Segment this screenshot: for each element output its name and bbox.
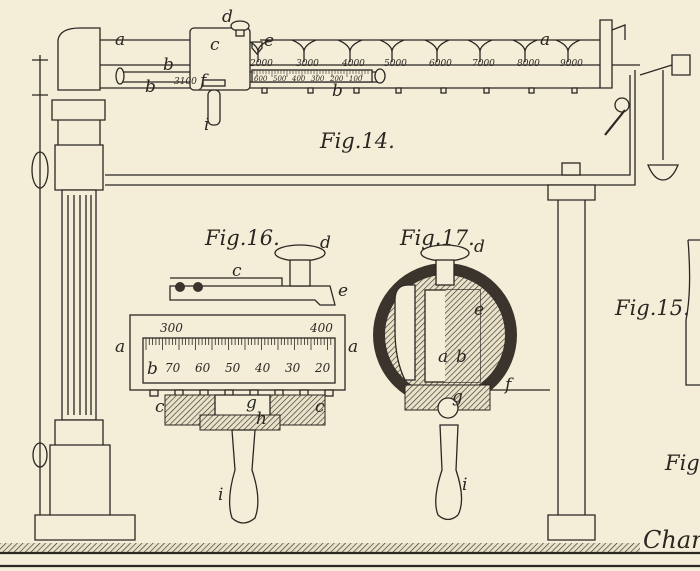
slider-scale-number: 400 (291, 75, 306, 83)
column-capital (51, 99, 106, 191)
beam-mark: 400 (309, 321, 333, 335)
label-a: a (115, 30, 125, 50)
label-i: i (462, 475, 467, 495)
label-b: b (163, 55, 174, 75)
label-a: a (348, 337, 358, 357)
plate-caption: Cham (643, 526, 700, 554)
beam-scale-number: 6000 (429, 59, 452, 69)
label-f: f (198, 71, 209, 91)
beam-scale-number: 9000 (560, 59, 583, 69)
vernier-number: 30 (285, 361, 301, 375)
vernier-number: 60 (195, 361, 211, 375)
handle-i (435, 424, 463, 521)
label-e: e (338, 281, 348, 301)
label-a: a (438, 347, 448, 367)
beam-scale-number: 8000 (517, 59, 540, 69)
label-b: b (145, 77, 156, 97)
label-g: g (246, 393, 257, 413)
fig16-title: Fig.16. (204, 226, 280, 250)
weight-pan (647, 164, 679, 181)
label-c: c (155, 397, 165, 417)
beam-notch (512, 39, 538, 62)
fig14-title: Fig.14. (319, 129, 395, 153)
handle-i (228, 429, 259, 524)
vernier-b (142, 337, 336, 384)
beam-notch (555, 39, 581, 62)
pointer-e (251, 41, 263, 56)
beam-notches (245, 39, 581, 94)
label-d: d (474, 237, 485, 257)
fig16-drawing: Fig.16. d c e a a b c c g h i 300 400 70… (115, 226, 358, 524)
label-e: e (264, 31, 274, 51)
rider-window-f (202, 79, 226, 87)
beam-outline (100, 39, 600, 89)
rider-handle-i (207, 89, 221, 126)
beam-notch (424, 39, 450, 62)
beam-end (599, 19, 613, 89)
slider-scale-number: 500 (273, 75, 287, 83)
label-a: a (115, 337, 125, 357)
slider-scale-number: 600 (254, 75, 268, 83)
label-b: b (332, 81, 343, 101)
plate-border (0, 551, 700, 568)
left-scale-number: 3100 (174, 77, 197, 87)
right-post (547, 184, 596, 541)
beam-notch (379, 39, 405, 62)
label-a: a (540, 30, 550, 50)
label-e: e (474, 300, 484, 320)
fig17-drawing: Fig.17. d e a b f g i (373, 226, 550, 521)
vernier-number: 70 (165, 361, 181, 375)
beam-mark: 300 (160, 321, 183, 335)
label-d: d (222, 7, 233, 27)
label-c: c (315, 397, 325, 417)
beam-scale-number: 7000 (472, 59, 495, 69)
beam-scale-number: 5000 (384, 59, 407, 69)
label-b: b (147, 359, 158, 379)
beam-scale-number: 4000 (341, 59, 365, 69)
connecting-rod (105, 70, 636, 186)
beam-notch (467, 39, 493, 62)
slider-scale-b (251, 69, 373, 83)
slider-scale-number: 100 (349, 75, 363, 83)
label-d: d (320, 233, 331, 253)
beam-scale-number: 2000 (249, 59, 273, 69)
fig14-drawing: Fig.14. a a b b b c d e f i 3100 2000 300… (0, 7, 700, 568)
fig-partial-title: Fig (664, 451, 700, 475)
fig15-outline (685, 239, 700, 386)
pillar-head (57, 27, 101, 91)
label-c: c (210, 35, 220, 55)
vernier-number: 40 (254, 361, 271, 375)
column-base (34, 419, 136, 541)
label-c: c (232, 261, 242, 281)
fig15-title: Fig.15. (614, 296, 690, 320)
beam-scale-number: 3000 (296, 59, 319, 69)
beam-notch (291, 39, 317, 62)
label-g: g (452, 387, 463, 407)
slider-scale-number: 300 (311, 75, 325, 83)
label-i: i (204, 115, 209, 135)
label-h: h (256, 409, 267, 429)
label-b: b (456, 347, 467, 367)
ground-hatch (0, 543, 640, 553)
vernier-number: 50 (225, 361, 241, 375)
slider-scale-number: 200 (329, 75, 344, 83)
left-stirrup (32, 55, 48, 540)
label-i: i (218, 485, 223, 505)
beam-notch (337, 39, 363, 62)
thumbscrew-d (274, 244, 326, 262)
vernier-number: 20 (314, 361, 331, 375)
label-f: f (503, 375, 514, 395)
thumbscrew-d (420, 244, 470, 262)
rider-c (189, 27, 251, 91)
